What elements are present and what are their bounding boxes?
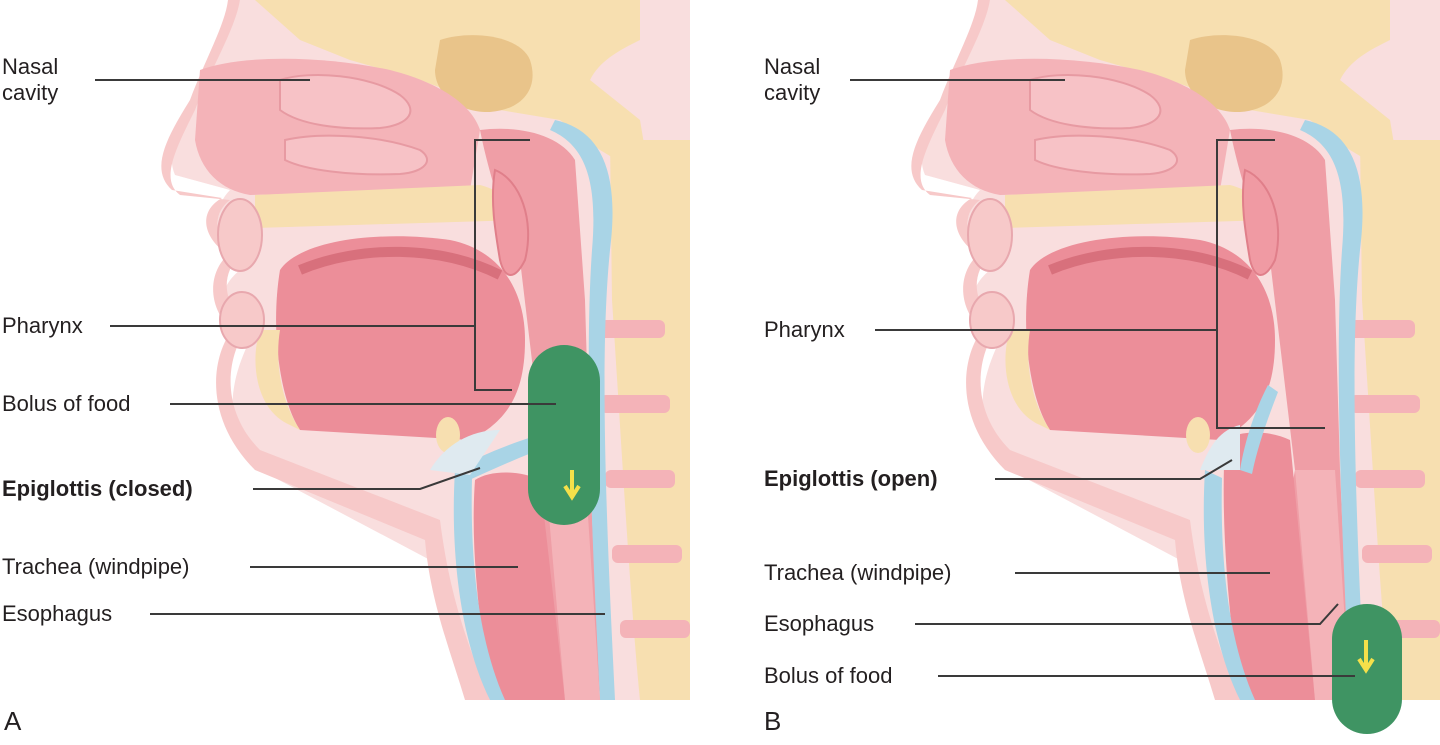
label-trachea: Trachea (windpipe): [2, 554, 190, 580]
bolus-of-food: [528, 345, 600, 525]
label-esophagus: Esophagus: [2, 601, 112, 627]
label-bolus-of-food: Bolus of food: [2, 391, 130, 417]
upper-lip: [218, 199, 262, 271]
head-cross-section-a: [0, 0, 720, 745]
label-epiglottis: Epiglottis (open): [764, 466, 938, 492]
label-pharynx: Pharynx: [764, 317, 845, 343]
label-epiglottis: Epiglottis (closed): [2, 476, 193, 502]
panel-a: Nasal cavity Pharynx Bolus of food Epigl…: [0, 0, 720, 745]
lower-lip: [970, 292, 1014, 348]
label-pharynx: Pharynx: [2, 313, 83, 339]
panel-b: Nasal cavity Pharynx Epiglottis (open) T…: [720, 0, 1440, 745]
label-bolus-of-food: Bolus of food: [764, 663, 892, 689]
upper-lip: [968, 199, 1012, 271]
hyoid-bone: [1186, 417, 1210, 453]
label-trachea: Trachea (windpipe): [764, 560, 952, 586]
label-nasal-cavity: Nasal cavity: [2, 54, 58, 106]
lower-lip: [220, 292, 264, 348]
panel-letter-b: B: [764, 706, 781, 737]
label-esophagus: Esophagus: [764, 611, 874, 637]
panel-letter-a: A: [4, 706, 21, 737]
label-nasal-cavity: Nasal cavity: [764, 54, 820, 106]
